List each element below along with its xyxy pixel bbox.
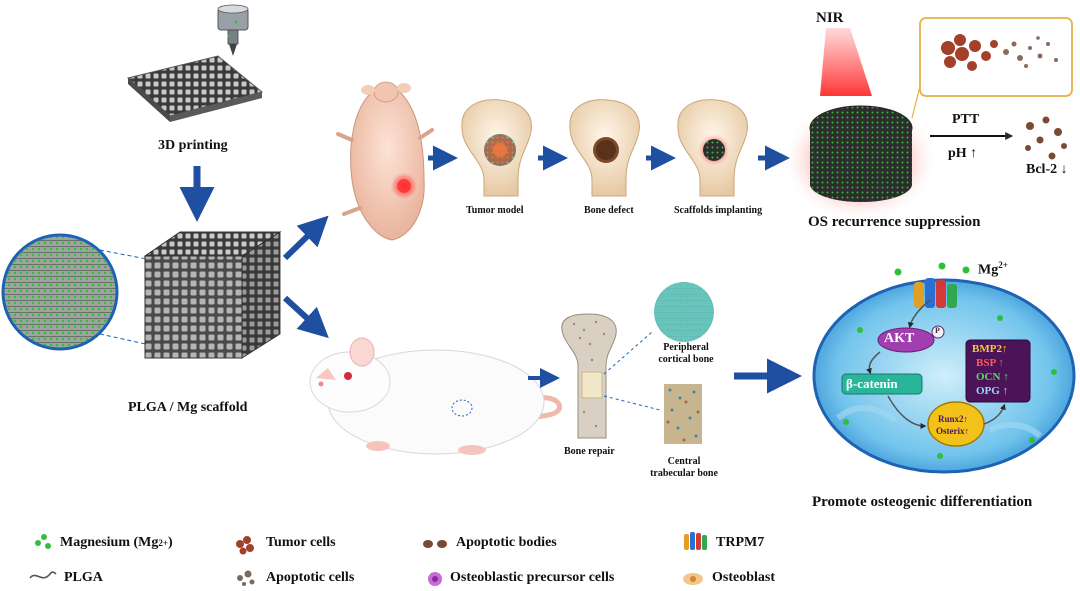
label-runx2: Runx2↑ <box>938 414 969 424</box>
nude-mouse-icon <box>336 81 434 241</box>
label-ptt: PTT <box>952 112 980 127</box>
label-mg-charge: 2+ <box>998 260 1008 270</box>
label-plga-mg-scaffold: PLGA / Mg scaffold <box>128 400 248 415</box>
scaffold-zoom-circle <box>1 233 153 351</box>
label-tumor-model: Tumor model <box>466 205 524 216</box>
label-mg-symbol: Mg <box>978 262 999 278</box>
label-ph: pH ↑ <box>948 146 978 161</box>
label-bsp: BSP ↑ <box>976 357 1004 369</box>
label-peripheral-cortical-bone: Peripheral cortical bone <box>650 342 722 366</box>
legend-apoptotic-cells: Apoptotic cells <box>266 570 354 586</box>
tumor-model-bone-icon <box>461 99 532 197</box>
label-mg-ion: Mg2+ <box>978 260 1008 279</box>
legend-trpm7-icon <box>684 532 707 550</box>
label-os-recurrence-suppression: OS recurrence suppression <box>808 214 981 230</box>
legend-osteoblast-icon <box>683 573 703 585</box>
label-osterix: Osterix↑ <box>936 426 969 436</box>
label-nir: NIR <box>816 10 844 26</box>
legend-magnesium-icon <box>35 534 51 549</box>
legend-apoptotic-cells-icon <box>237 570 255 586</box>
legend-magnesium-label: Magnesium (Mg <box>60 535 159 550</box>
label-central: Central <box>667 456 701 467</box>
legend-apoptotic-bodies-icon <box>423 540 447 548</box>
legend-magnesium-tail: ) <box>168 535 173 550</box>
legend-tumor-cells: Tumor cells <box>266 535 336 551</box>
nir-beam <box>820 28 872 96</box>
legend-osteoblastic-precursor: Osteoblastic precursor cells <box>450 570 614 586</box>
label-cortical-bone: cortical bone <box>658 354 714 365</box>
legend-tumor-cells-icon <box>236 536 254 555</box>
label-akt: AKT <box>884 331 915 346</box>
trpm7-channel-icon <box>914 278 957 308</box>
label-beta-catenin: β-catenin <box>846 376 898 391</box>
legend-osteoblastic-precursor-label: Osteoblastic precursor cells <box>450 570 615 585</box>
label-bmp2: BMP2↑ <box>972 343 1008 355</box>
label-scaffolds-implanting: Scaffolds implanting <box>674 205 763 216</box>
legend-plga-icon <box>29 571 57 579</box>
legend-trpm7-label: TRPM7 <box>716 535 765 550</box>
label-central-trabecular-bone: Central trabecular bone <box>646 456 722 480</box>
label-ocn: OCN ↑ <box>976 371 1009 383</box>
apoptotic-bodies-cluster <box>1025 116 1067 160</box>
legend-plga-label: PLGA <box>64 570 103 585</box>
label-opg: OPG ↑ <box>976 385 1009 397</box>
legend-magnesium-charge: 2+ <box>158 538 169 548</box>
legend-osteoblast-precursor-icon <box>428 572 442 586</box>
label-phospho: P <box>935 326 940 335</box>
legend-apoptotic-cells-label: Apoptotic cells <box>266 570 355 585</box>
printed-lattice-icon <box>126 55 264 122</box>
legend-trpm7: TRPM7 <box>716 535 764 551</box>
bone-defect-icon <box>569 99 640 197</box>
cell-diagram <box>812 262 1076 474</box>
legend-apoptotic-bodies: Apoptotic bodies <box>456 535 557 551</box>
rat-icon <box>309 337 563 455</box>
label-promote-osteogenic-differentiation: Promote osteogenic differentiation <box>812 494 1033 510</box>
heated-scaffold-icon <box>782 98 938 222</box>
label-3d-printing: 3D printing <box>158 138 228 153</box>
label-bone-defect: Bone defect <box>584 205 634 216</box>
scaffold-implant-bone-icon <box>677 99 748 197</box>
legend-apoptotic-bodies-label: Apoptotic bodies <box>456 535 557 550</box>
arrow-down-right <box>282 295 329 339</box>
3d-printer-icon <box>217 4 249 56</box>
label-peripheral: Peripheral <box>663 342 709 353</box>
tumor-cells-zoom-box <box>911 17 1073 119</box>
cortical-bone-circle <box>654 282 714 342</box>
scaffold-cube-icon <box>143 231 282 359</box>
bone-repair-icon <box>561 313 661 439</box>
label-trabecular-bone: trabecular bone <box>650 468 718 479</box>
label-bcl2: Bcl-2 ↓ <box>1026 162 1068 177</box>
legend-osteoblast-label: Osteoblast <box>712 570 775 585</box>
legend-osteoblast: Osteoblast <box>712 570 775 586</box>
label-bone-repair: Bone repair <box>564 446 615 457</box>
legend-tumor-cells-label: Tumor cells <box>266 535 336 550</box>
arrow-up-right <box>282 215 329 261</box>
trabecular-bone-column <box>664 384 702 444</box>
legend-plga: PLGA <box>64 570 103 586</box>
